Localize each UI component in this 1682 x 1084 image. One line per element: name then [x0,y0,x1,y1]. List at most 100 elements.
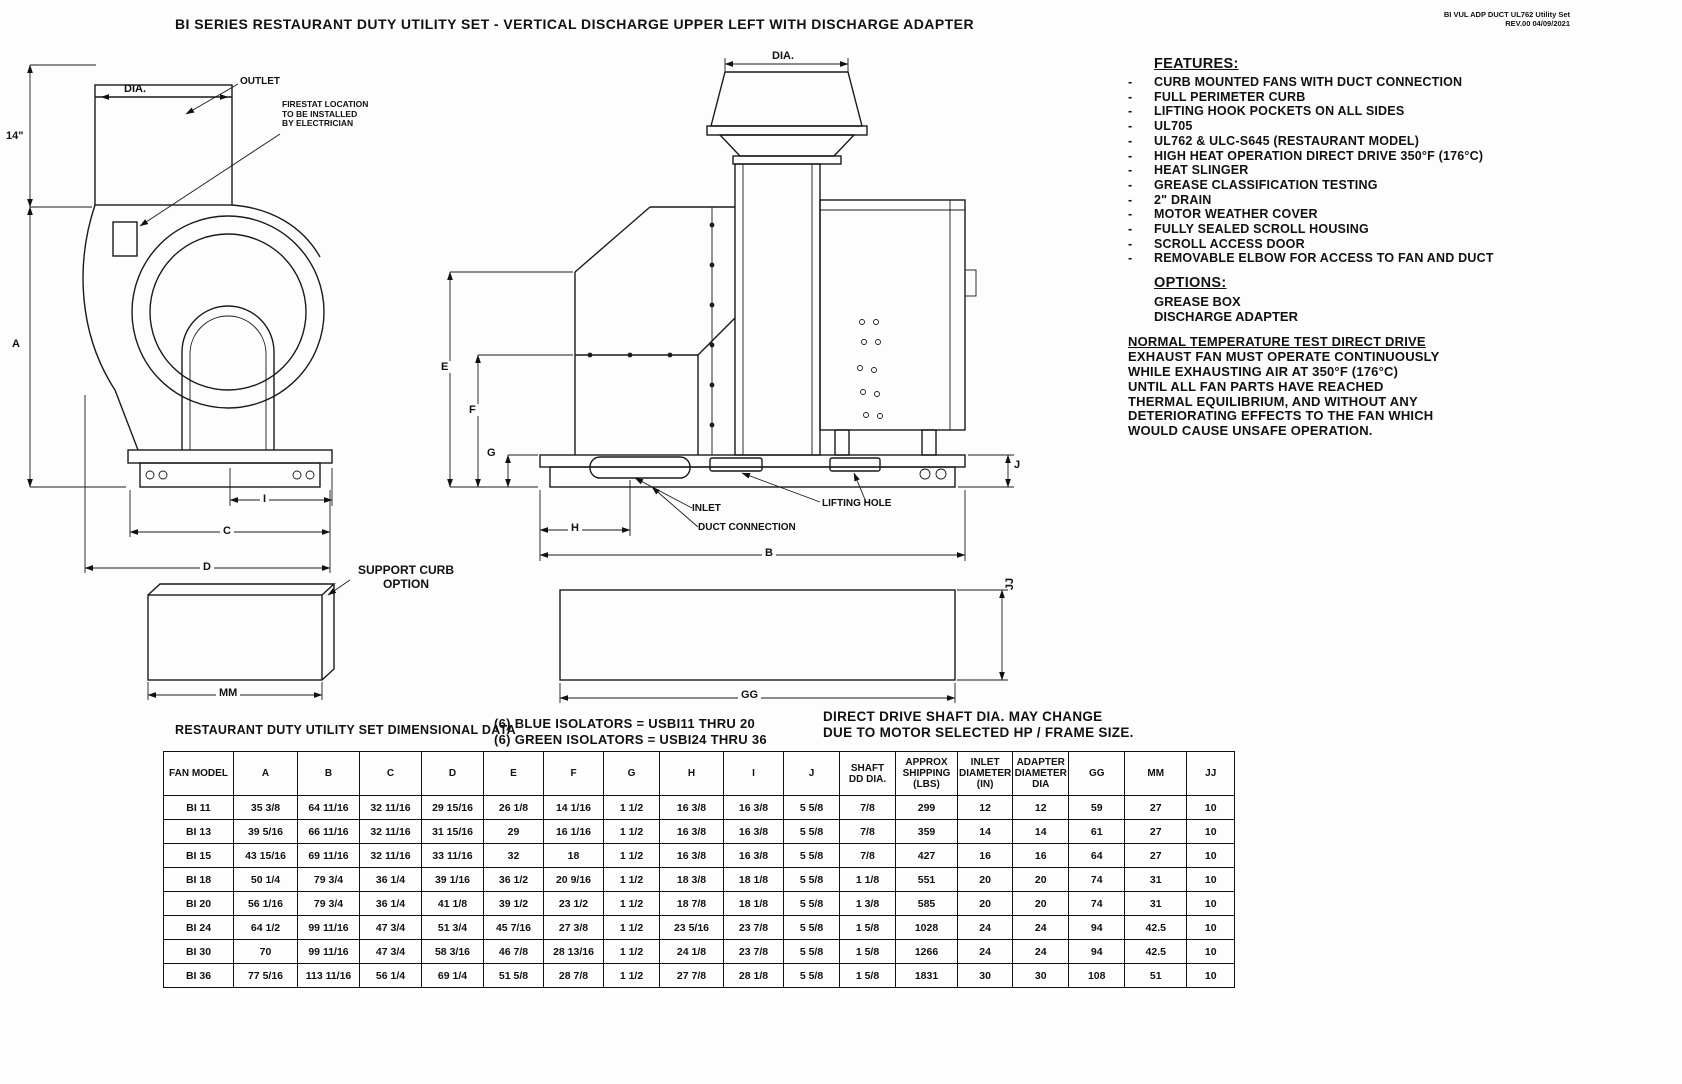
feature-text: FULLY SEALED SCROLL HOUSING [1154,222,1369,237]
lifting-hole-label: LIFTING HOLE [822,498,892,509]
dim-cell: 94 [1068,915,1126,940]
dim-cell: 5 5/8 [783,795,840,820]
dim-cell: 1 1/2 [603,939,660,964]
dim-cell: 24 [1012,915,1070,940]
feature-item: -SCROLL ACCESS DOOR [1128,237,1578,252]
feature-dash: - [1128,163,1133,178]
feature-dash: - [1128,133,1133,148]
dim-cell: 26 1/8 [483,795,544,820]
dim-cell: 16 3/8 [723,795,784,820]
dim-cell: 28 1/8 [723,963,784,988]
dim-cell: 27 [1124,843,1188,868]
dim-cell: 27 3/8 [543,915,604,940]
dim-cell: 51 5/8 [483,963,544,988]
dim-cell: 10 [1186,891,1236,916]
front-view-drawing [27,64,351,700]
dim-cell: 10 [1186,915,1236,940]
dim-cell: 23 7/8 [723,939,784,964]
dim-label-e: E [438,361,452,373]
inlet-label: INLET [692,503,721,514]
feature-dash: - [1128,177,1133,192]
dim-cell: 24 [956,939,1014,964]
dim-table-header: H [659,751,724,796]
dim-cell: 1028 [895,915,958,940]
dim-cell: 47 3/4 [359,939,422,964]
dim-cell: 1266 [895,939,958,964]
dim-cell: 32 11/16 [359,843,422,868]
dim-cell: 99 11/16 [297,915,360,940]
dim-cell: 45 7/16 [483,915,544,940]
dim-cell: 58 3/16 [421,939,484,964]
dim-table-header: E [483,751,544,796]
dim-cell: 18 [543,843,604,868]
dim-table-header: APPROX SHIPPING (LBS) [895,751,958,796]
dim-cell: 585 [895,891,958,916]
feature-dash: - [1128,236,1133,251]
dim-cell: 36 1/4 [359,891,422,916]
dim-label-c: C [220,525,234,537]
dim-cell: 1 5/8 [839,963,896,988]
dim-label-b: B [762,547,776,559]
dim-cell: 10 [1186,939,1236,964]
dim-label-h: H [568,522,582,534]
dim-cell: 14 [1012,819,1070,844]
dim-cell: 27 7/8 [659,963,724,988]
feature-dash: - [1128,148,1133,163]
dim-table-header: MM [1124,751,1188,796]
dim-cell: 50 1/4 [233,867,298,892]
dim-cell: 56 1/4 [359,963,422,988]
feature-text: HIGH HEAT OPERATION DIRECT DRIVE 350°F (… [1154,148,1484,163]
dim-cell: 1831 [895,963,958,988]
dim-cell: 64 1/2 [233,915,298,940]
dim-cell: 10 [1186,795,1236,820]
dim-cell: 299 [895,795,958,820]
dim-cell: 5 5/8 [783,891,840,916]
duct-connection-label: DUCT CONNECTION [698,522,796,533]
doc-reference-line1: BI VUL ADP DUCT UL762 Utility Set [1443,10,1570,19]
dim-cell: 1 1/2 [603,915,660,940]
dim-cell: 24 [956,915,1014,940]
dim-cell: 74 [1068,867,1126,892]
dim-cell: 1 1/2 [603,867,660,892]
fan-model-cell: BI 30 [163,939,234,964]
feature-item: -FULLY SEALED SCROLL HOUSING [1128,222,1578,237]
dim-cell: 5 5/8 [783,963,840,988]
dim-label-14in: 14" [6,130,24,142]
fan-model-cell: BI 13 [163,819,234,844]
dim-cell: 69 1/4 [421,963,484,988]
dim-cell: 27 [1124,819,1188,844]
dim-table-header: G [603,751,660,796]
dim-table-header: ADAPTER DIAMETER DIA [1012,751,1070,796]
dim-cell: 20 [1012,891,1070,916]
dim-label-d: D [200,561,214,573]
dim-cell: 12 [956,795,1014,820]
dim-table-header: B [297,751,360,796]
feature-text: GREASE CLASSIFICATION TESTING [1154,177,1378,192]
dim-cell: 16 3/8 [723,843,784,868]
dim-cell: 1 1/8 [839,867,896,892]
dim-cell: 1 5/8 [839,939,896,964]
dim-label-jj: JJ [1004,577,1017,591]
feature-dash: - [1128,192,1133,207]
doc-reference: BI VUL ADP DUCT UL762 Utility Set REV.00… [1400,10,1570,28]
dim-cell: 16 3/8 [659,819,724,844]
feature-dash: - [1128,75,1133,89]
dim-label-i: I [260,493,270,505]
dim-cell: 36 1/4 [359,867,422,892]
sheet-title: BI SERIES RESTAURANT DUTY UTILITY SET - … [175,16,974,32]
dim-cell: 10 [1186,963,1236,988]
dim-cell: 1 5/8 [839,915,896,940]
dim-cell: 51 3/4 [421,915,484,940]
dim-cell: 51 [1124,963,1188,988]
dim-cell: 46 7/8 [483,939,544,964]
fan-model-cell: BI 11 [163,795,234,820]
dim-table-header: INLET DIAMETER (IN) [956,751,1014,796]
feature-dash: - [1128,119,1133,134]
dim-cell: 23 5/16 [659,915,724,940]
dim-cell: 20 [956,867,1014,892]
dim-cell: 20 [1012,867,1070,892]
